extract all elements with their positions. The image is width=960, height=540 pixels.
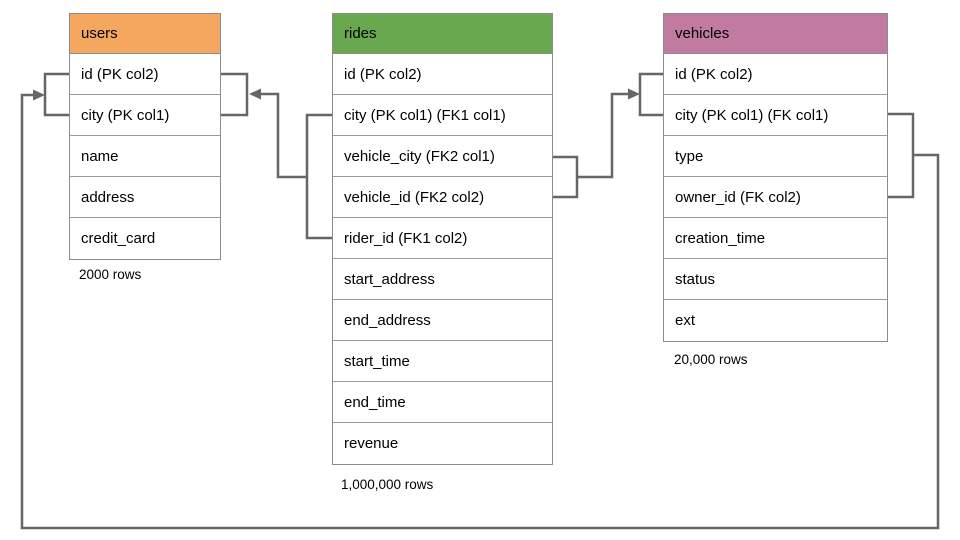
table-rides-columns: id (PK col2) city (PK col1) (FK1 col1) v… <box>333 54 552 464</box>
fk-arrowhead-icon <box>33 89 45 101</box>
column-row: start_time <box>333 341 552 382</box>
column-row: revenue <box>333 423 552 464</box>
table-users: users id (PK col2) city (PK col1) name a… <box>69 13 221 260</box>
column-row: address <box>70 177 220 218</box>
column-row: ext <box>664 300 887 341</box>
column-row: owner_id (FK col2) <box>664 177 887 218</box>
fk1-rides-bracket <box>305 113 332 240</box>
fk2-elbow <box>577 92 629 179</box>
fk2-vehicles-bracket <box>638 72 663 117</box>
table-rides-header: rides <box>333 14 552 54</box>
column-row: end_time <box>333 382 552 423</box>
fk1-elbow <box>260 92 307 179</box>
column-row: rider_id (FK1 col2) <box>333 218 552 259</box>
fk2-rides-bracket <box>553 155 579 199</box>
column-row: id (PK col2) <box>664 54 887 95</box>
fk-vehicles-bracket <box>888 112 915 199</box>
fk2-arrowhead-icon <box>628 88 640 100</box>
column-row: vehicle_id (FK2 col2) <box>333 177 552 218</box>
rides-row-count: 1,000,000 rows <box>341 477 434 492</box>
column-row: end_address <box>333 300 552 341</box>
table-vehicles-columns: id (PK col2) city (PK col1) (FK col1) ty… <box>664 54 887 341</box>
column-row: type <box>664 136 887 177</box>
table-users-header: users <box>70 14 220 54</box>
table-users-columns: id (PK col2) city (PK col1) name address… <box>70 54 220 259</box>
table-vehicles-title: vehicles <box>675 25 730 42</box>
users-row-count: 2000 rows <box>79 267 142 282</box>
column-row: city (PK col1) <box>70 95 220 136</box>
column-row: status <box>664 259 887 300</box>
column-row: id (PK col2) <box>70 54 220 95</box>
vehicles-row-count: 20,000 rows <box>674 352 748 367</box>
column-row: name <box>70 136 220 177</box>
column-row: start_address <box>333 259 552 300</box>
column-row: credit_card <box>70 218 220 259</box>
fk1-arrowhead-icon <box>249 88 261 100</box>
column-row: vehicle_city (FK2 col1) <box>333 136 552 177</box>
table-rides: rides id (PK col2) city (PK col1) (FK1 c… <box>332 13 553 465</box>
table-vehicles-header: vehicles <box>664 14 887 54</box>
table-vehicles: vehicles id (PK col2) city (PK col1) (FK… <box>663 13 888 342</box>
column-row: city (PK col1) (FK col1) <box>664 95 887 136</box>
table-rides-title: rides <box>344 25 377 42</box>
fk-users-bracket <box>43 72 69 117</box>
column-row: creation_time <box>664 218 887 259</box>
column-row: city (PK col1) (FK1 col1) <box>333 95 552 136</box>
table-users-title: users <box>81 25 118 42</box>
column-row: id (PK col2) <box>333 54 552 95</box>
fk1-users-bracket <box>221 72 249 117</box>
